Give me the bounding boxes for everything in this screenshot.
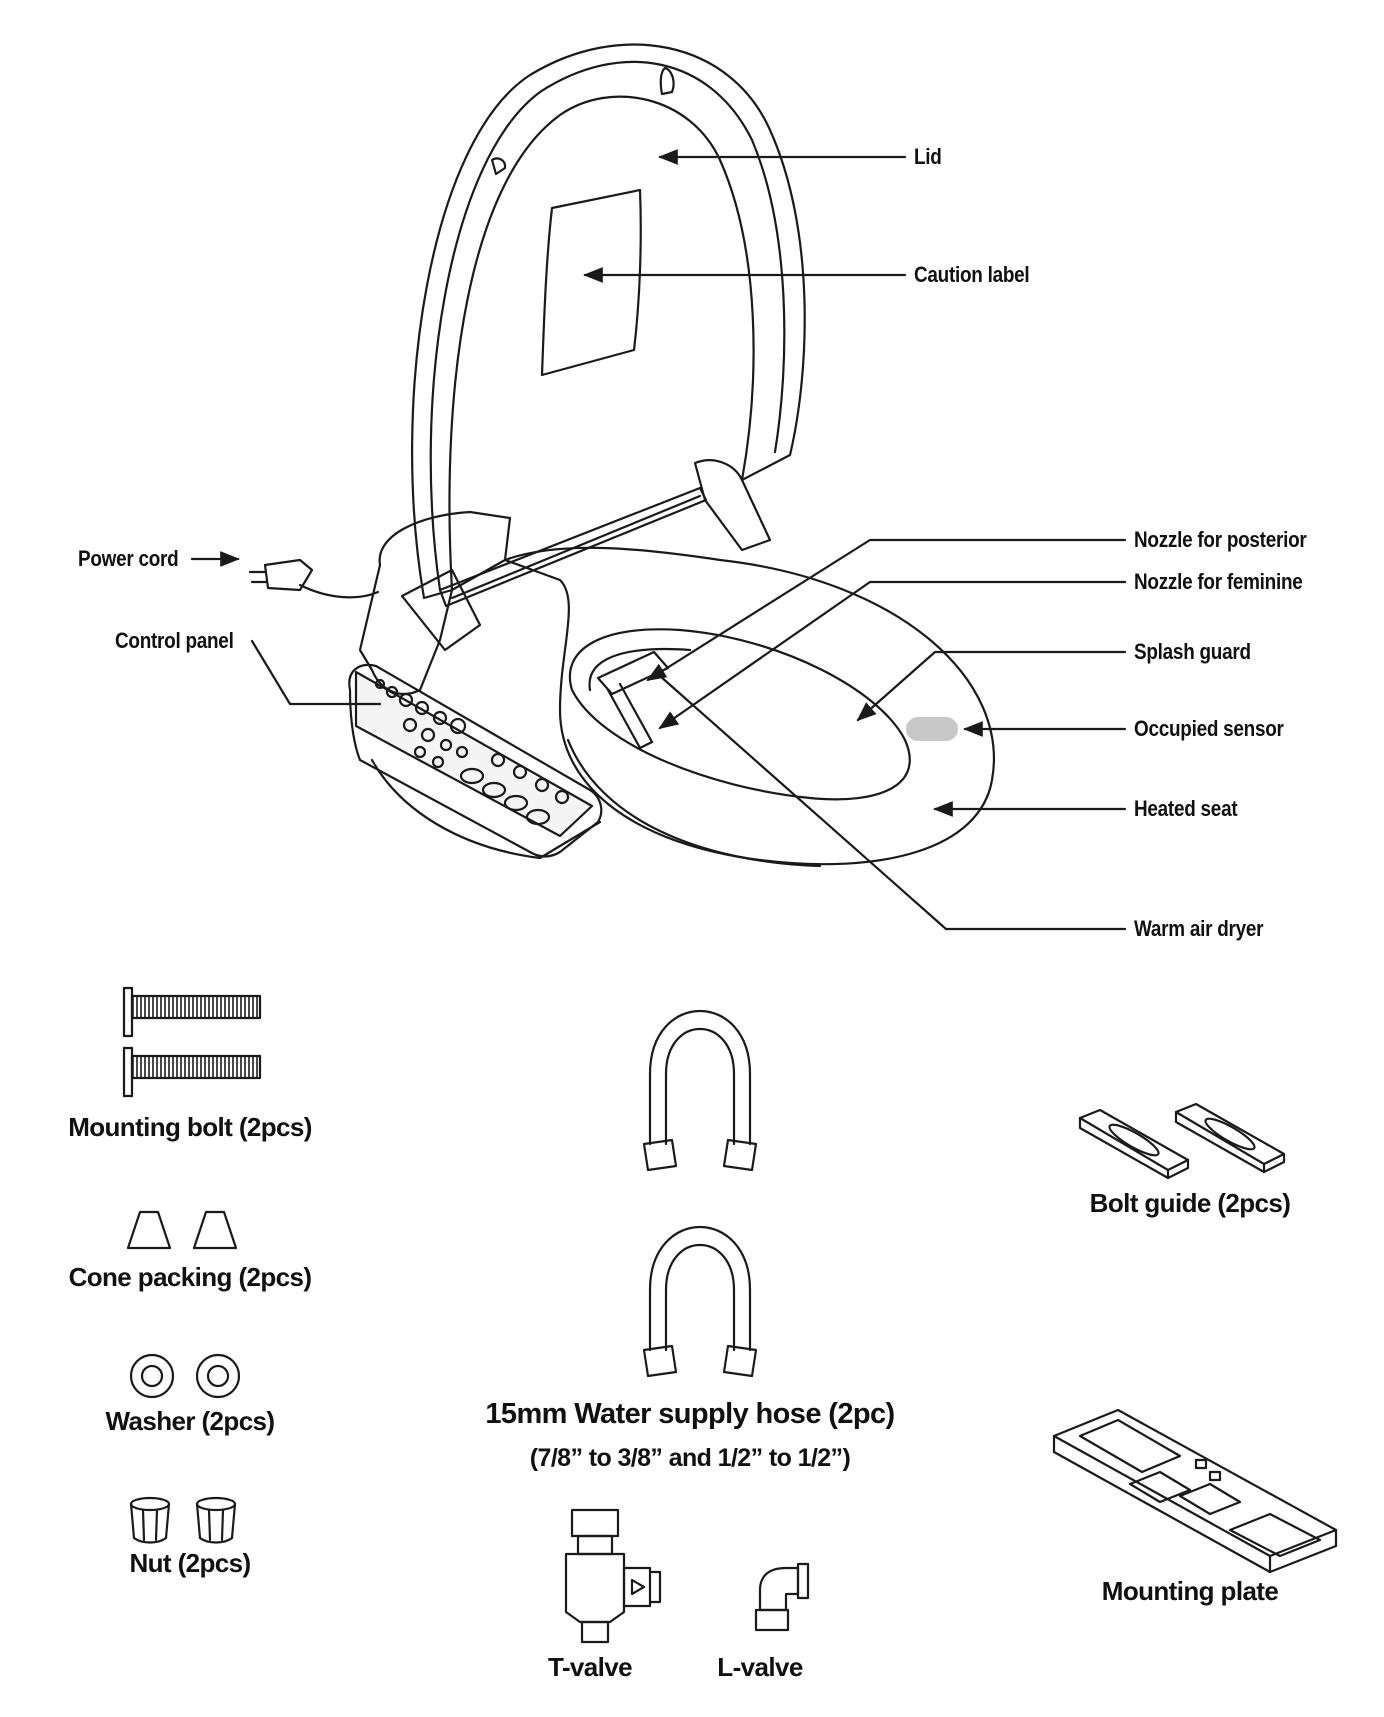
bolt-guide-1 [1078, 1108, 1190, 1180]
cone-packings [126, 1210, 238, 1250]
label-lid: Lid [914, 144, 942, 169]
leader-lines [190, 149, 1127, 931]
label-occupied-sensor: Occupied sensor [1134, 716, 1284, 741]
mounting-bolts [122, 986, 262, 1098]
label-power-cord: Power cord [78, 546, 179, 571]
caption-nut: Nut (2pcs) [129, 1548, 251, 1578]
caption-hose-sizes: (7/8” to 3/8” and 1/2” to 1/2”) [529, 1444, 851, 1472]
caption-hose-title: 15mm Water supply hose (2pc) [485, 1398, 895, 1430]
caption-cone-packing: Cone packing (2pcs) [68, 1262, 312, 1292]
power-cord-drawing [248, 558, 380, 599]
label-warm-air-dryer: Warm air dryer [1134, 916, 1264, 941]
mounting-plate-drawing [1052, 1408, 1338, 1574]
label-nozzle-posterior: Nozzle for posterior [1134, 527, 1307, 552]
caption-washer: Washer (2pcs) [105, 1406, 276, 1436]
caption-bolt-guide: Bolt guide (2pcs) [1089, 1188, 1291, 1218]
washers [129, 1353, 241, 1399]
right-hinge [693, 459, 772, 552]
control-panel-body [348, 663, 603, 860]
t-valve-drawing [564, 1508, 662, 1644]
caption-l-valve: L-valve [717, 1652, 803, 1682]
bidet-seat-illustration [248, 43, 995, 868]
caption-mounting-plate: Mounting plate [1101, 1576, 1279, 1606]
nuts [129, 1496, 237, 1544]
label-splash-guard: Splash guard [1134, 639, 1251, 664]
caution-label-rect [540, 188, 642, 377]
label-nozzle-feminine: Nozzle for feminine [1134, 569, 1303, 594]
water-hose-2 [642, 1226, 758, 1378]
caption-t-valve: T-valve [548, 1652, 633, 1682]
water-hose-1 [642, 1010, 758, 1172]
left-hinge [400, 568, 482, 652]
label-control-panel: Control panel [115, 628, 234, 653]
hinge-bar [438, 486, 708, 608]
label-caution-label: Caution label [914, 262, 1030, 287]
label-heated-seat: Heated seat [1134, 796, 1238, 821]
occupied-sensor-pad [906, 717, 958, 741]
seat-ring [503, 546, 995, 868]
bolt-guide-2 [1174, 1102, 1286, 1174]
caption-mounting-bolt: Mounting bolt (2pcs) [68, 1112, 312, 1142]
nozzle-assembly [596, 650, 670, 750]
lid-drawing [411, 43, 806, 600]
l-valve-drawing [754, 1562, 810, 1632]
